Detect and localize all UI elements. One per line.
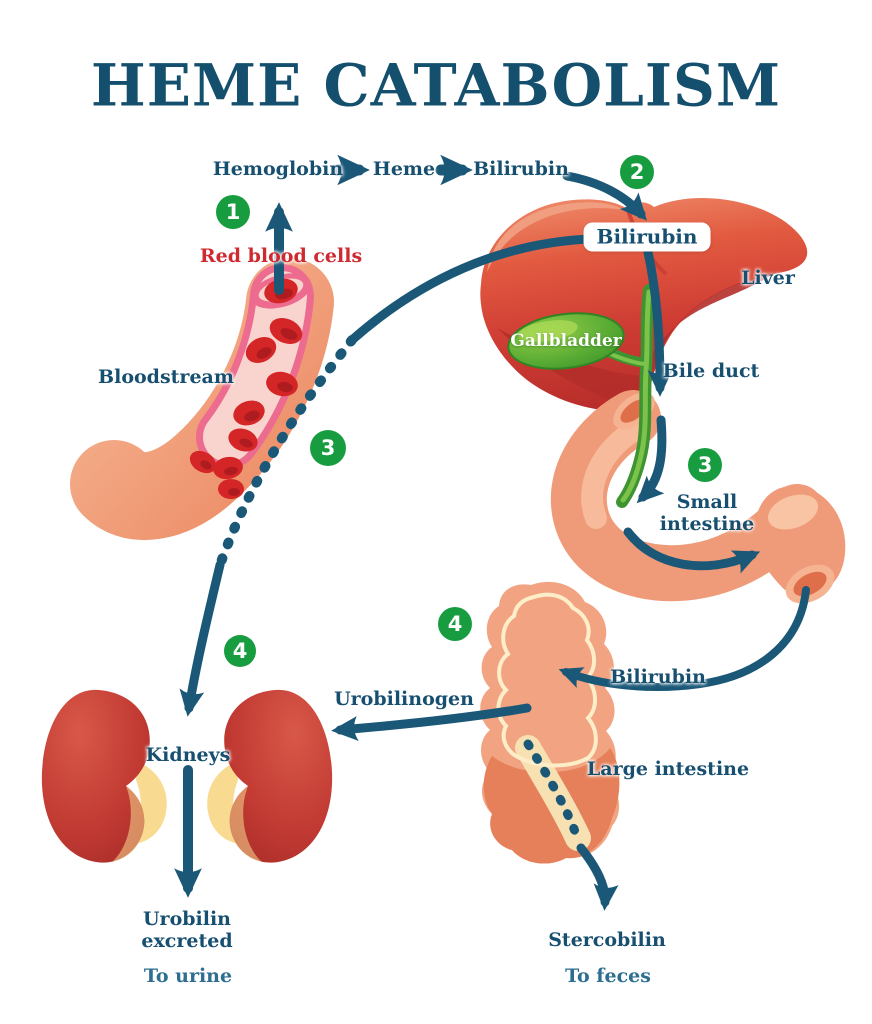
label-hemoglobin: Hemoglobin [212,158,344,181]
arrow-bilirubin-to-large-intestine [558,586,810,691]
label-bloodstream: Bloodstream [98,366,234,389]
page-title: HEME CATABOLISM [90,51,782,120]
label-kidneys: Kidneys [145,744,231,767]
step-badge-3-bloodstream: 3 [310,430,346,466]
dotted-line-through-bloodstream [215,335,357,570]
label-bilirubin-box: Bilirubin [583,222,711,252]
arrow-bloodstream-to-kidneys [179,560,225,717]
arrow-bile-duct-down [643,247,673,397]
label-urobilin-excreted: Urobilin excreted [141,908,233,952]
label-to-urine: To urine [143,965,233,988]
bile-duct-illustration [507,284,655,508]
label-urobilinogen: Urobilinogen [334,688,474,711]
label-large-intestine: Large intestine [586,758,750,781]
line-bilirubin-to-bloodstream [347,234,595,345]
label-bile-duct: Bile duct [662,360,760,383]
kidneys-illustration [41,689,333,863]
arrow-bile-duct-into-small-intestine [636,415,667,504]
arrow-urobilinogen-to-kidneys [331,703,532,741]
step-badge-1: 1 [216,195,250,229]
step-badge-4-large-intestine: 4 [438,607,472,641]
label-to-feces: To feces [565,965,651,988]
bloodstream-illustration [70,258,334,541]
label-heme: Heme [372,158,436,181]
arrow-bilirubin-to-liver [562,171,647,221]
label-red-blood-cells: Red blood cells [199,245,363,268]
label-stercobilin: Stercobilin [548,929,666,952]
dotted-line-through-large-intestine [523,739,583,845]
label-bilirubin-top: Bilirubin [473,158,569,181]
arrow-to-stercobilin [576,843,619,911]
label-small-intestine: Small intestine [659,491,755,535]
step-badge-3-small-intestine: 3 [688,448,722,482]
label-bilirubin-large-intestine: Bilirubin [610,666,706,689]
step-badge-4-kidneys: 4 [224,635,256,667]
step-badge-2: 2 [620,155,654,189]
label-gallbladder: Gallbladder [510,331,622,352]
flow-arrows [174,154,810,911]
large-intestine-illustration [480,581,620,864]
arrow-through-small-intestine [623,527,761,574]
label-liver: Liver [741,267,795,290]
small-intestine-illustration [550,390,846,604]
